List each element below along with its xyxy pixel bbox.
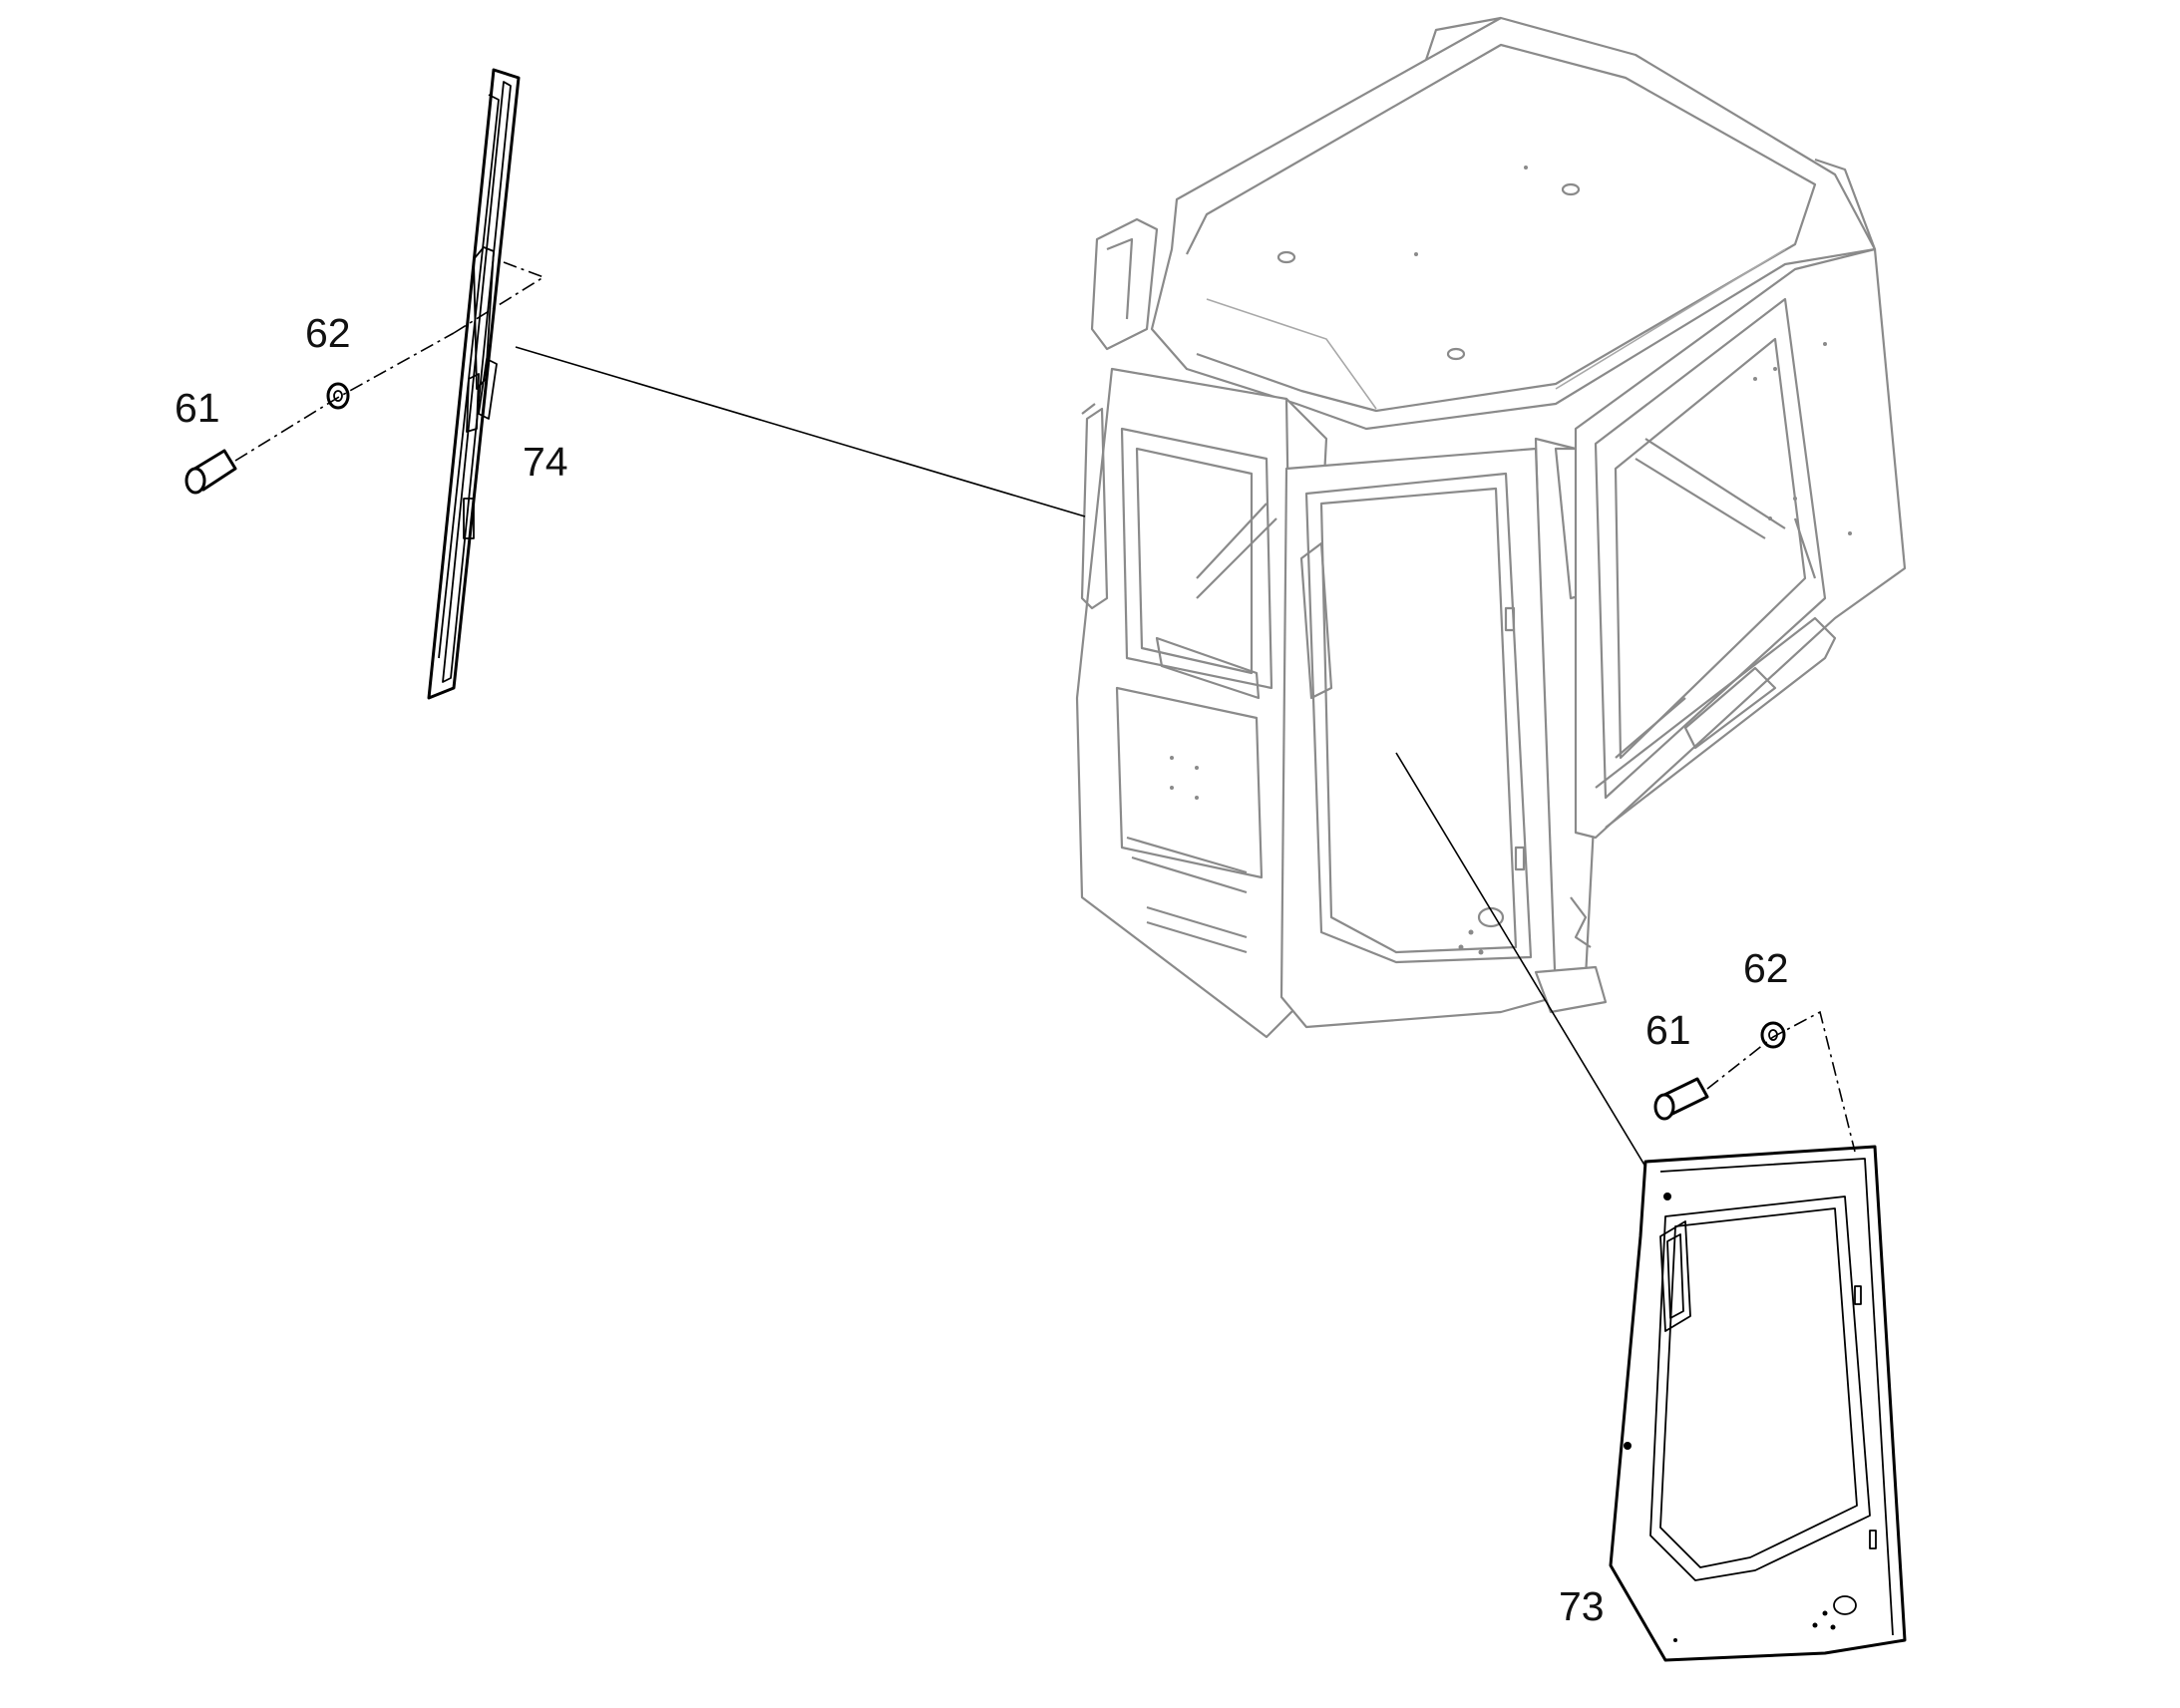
cab-roof: [1150, 16, 1877, 431]
top-left-bolt: [184, 449, 237, 495]
callout-door-window: 73: [1559, 1583, 1605, 1629]
callout-top-left-washer: 62: [305, 310, 351, 356]
assembly-lines: [234, 261, 1856, 1168]
bottom-right-washer: [1760, 1021, 1786, 1049]
callout-bottom-right-washer: 62: [1743, 945, 1789, 991]
bottom-right-bolt: [1653, 1077, 1709, 1121]
top-left-washer: [326, 382, 350, 410]
callout-top-left-bolt: 61: [175, 385, 220, 431]
cab-frame: [1075, 16, 1907, 1039]
door-window-panel: [1609, 1145, 1907, 1662]
callout-bottom-right-bolt: 61: [1645, 1007, 1691, 1053]
callout-left-window: 74: [523, 439, 568, 485]
cab-door-opening: [1279, 447, 1558, 1029]
left-window-panel: [427, 68, 521, 700]
